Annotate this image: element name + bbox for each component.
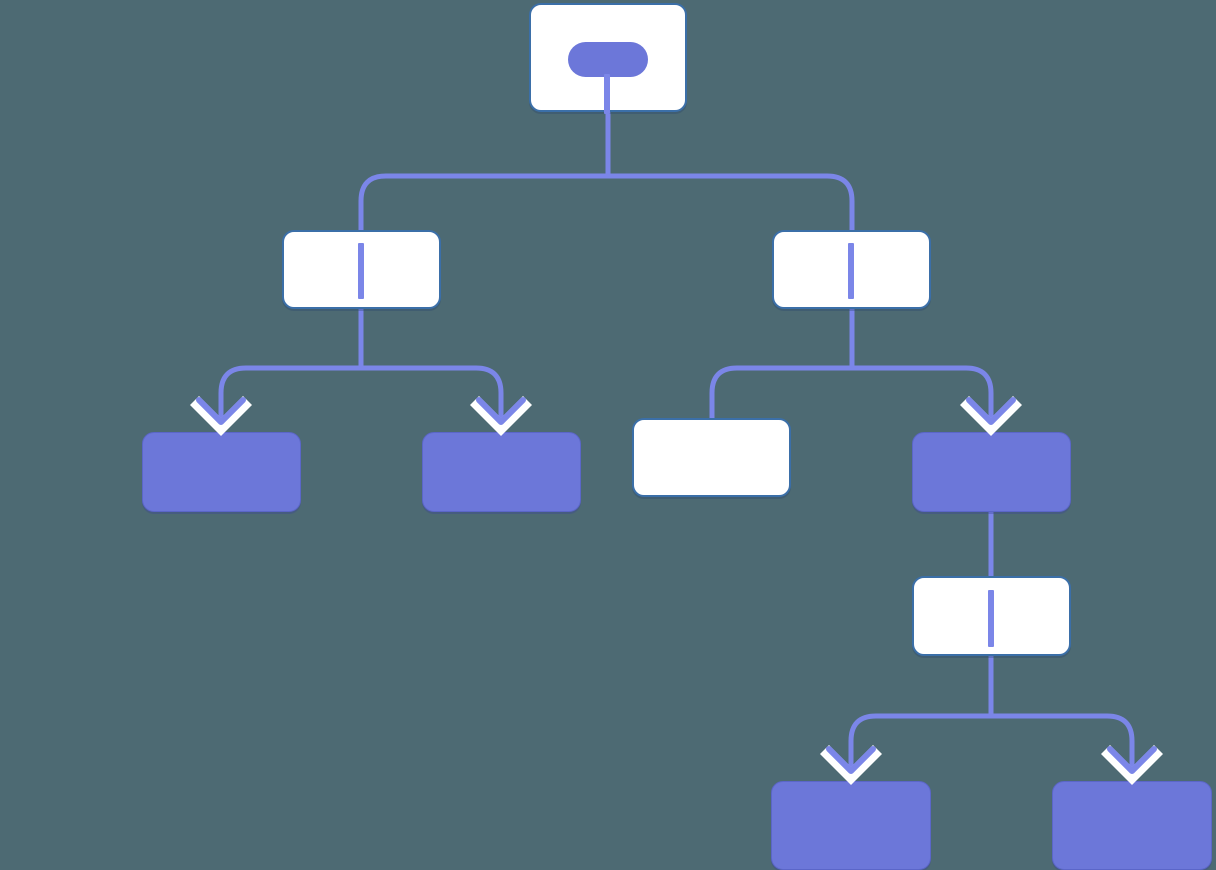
node-leaf-d[interactable] [771, 781, 931, 870]
root-inner-stem [604, 74, 610, 114]
node-branch-c[interactable] [912, 432, 1071, 512]
right-branch-inner-stem [848, 243, 854, 299]
node-empty-node[interactable] [632, 418, 791, 497]
node-root[interactable] [529, 3, 687, 114]
node-sub-branch[interactable] [912, 576, 1071, 656]
sub-branch-inner-stem [988, 590, 994, 647]
left-branch-inner-stem [358, 243, 364, 299]
node-left-branch[interactable] [282, 230, 441, 309]
root-pill-decoration [568, 42, 648, 77]
node-leaf-e[interactable] [1052, 781, 1212, 870]
node-right-branch[interactable] [772, 230, 931, 309]
node-leaf-a[interactable] [142, 432, 301, 512]
node-leaf-b[interactable] [422, 432, 581, 512]
